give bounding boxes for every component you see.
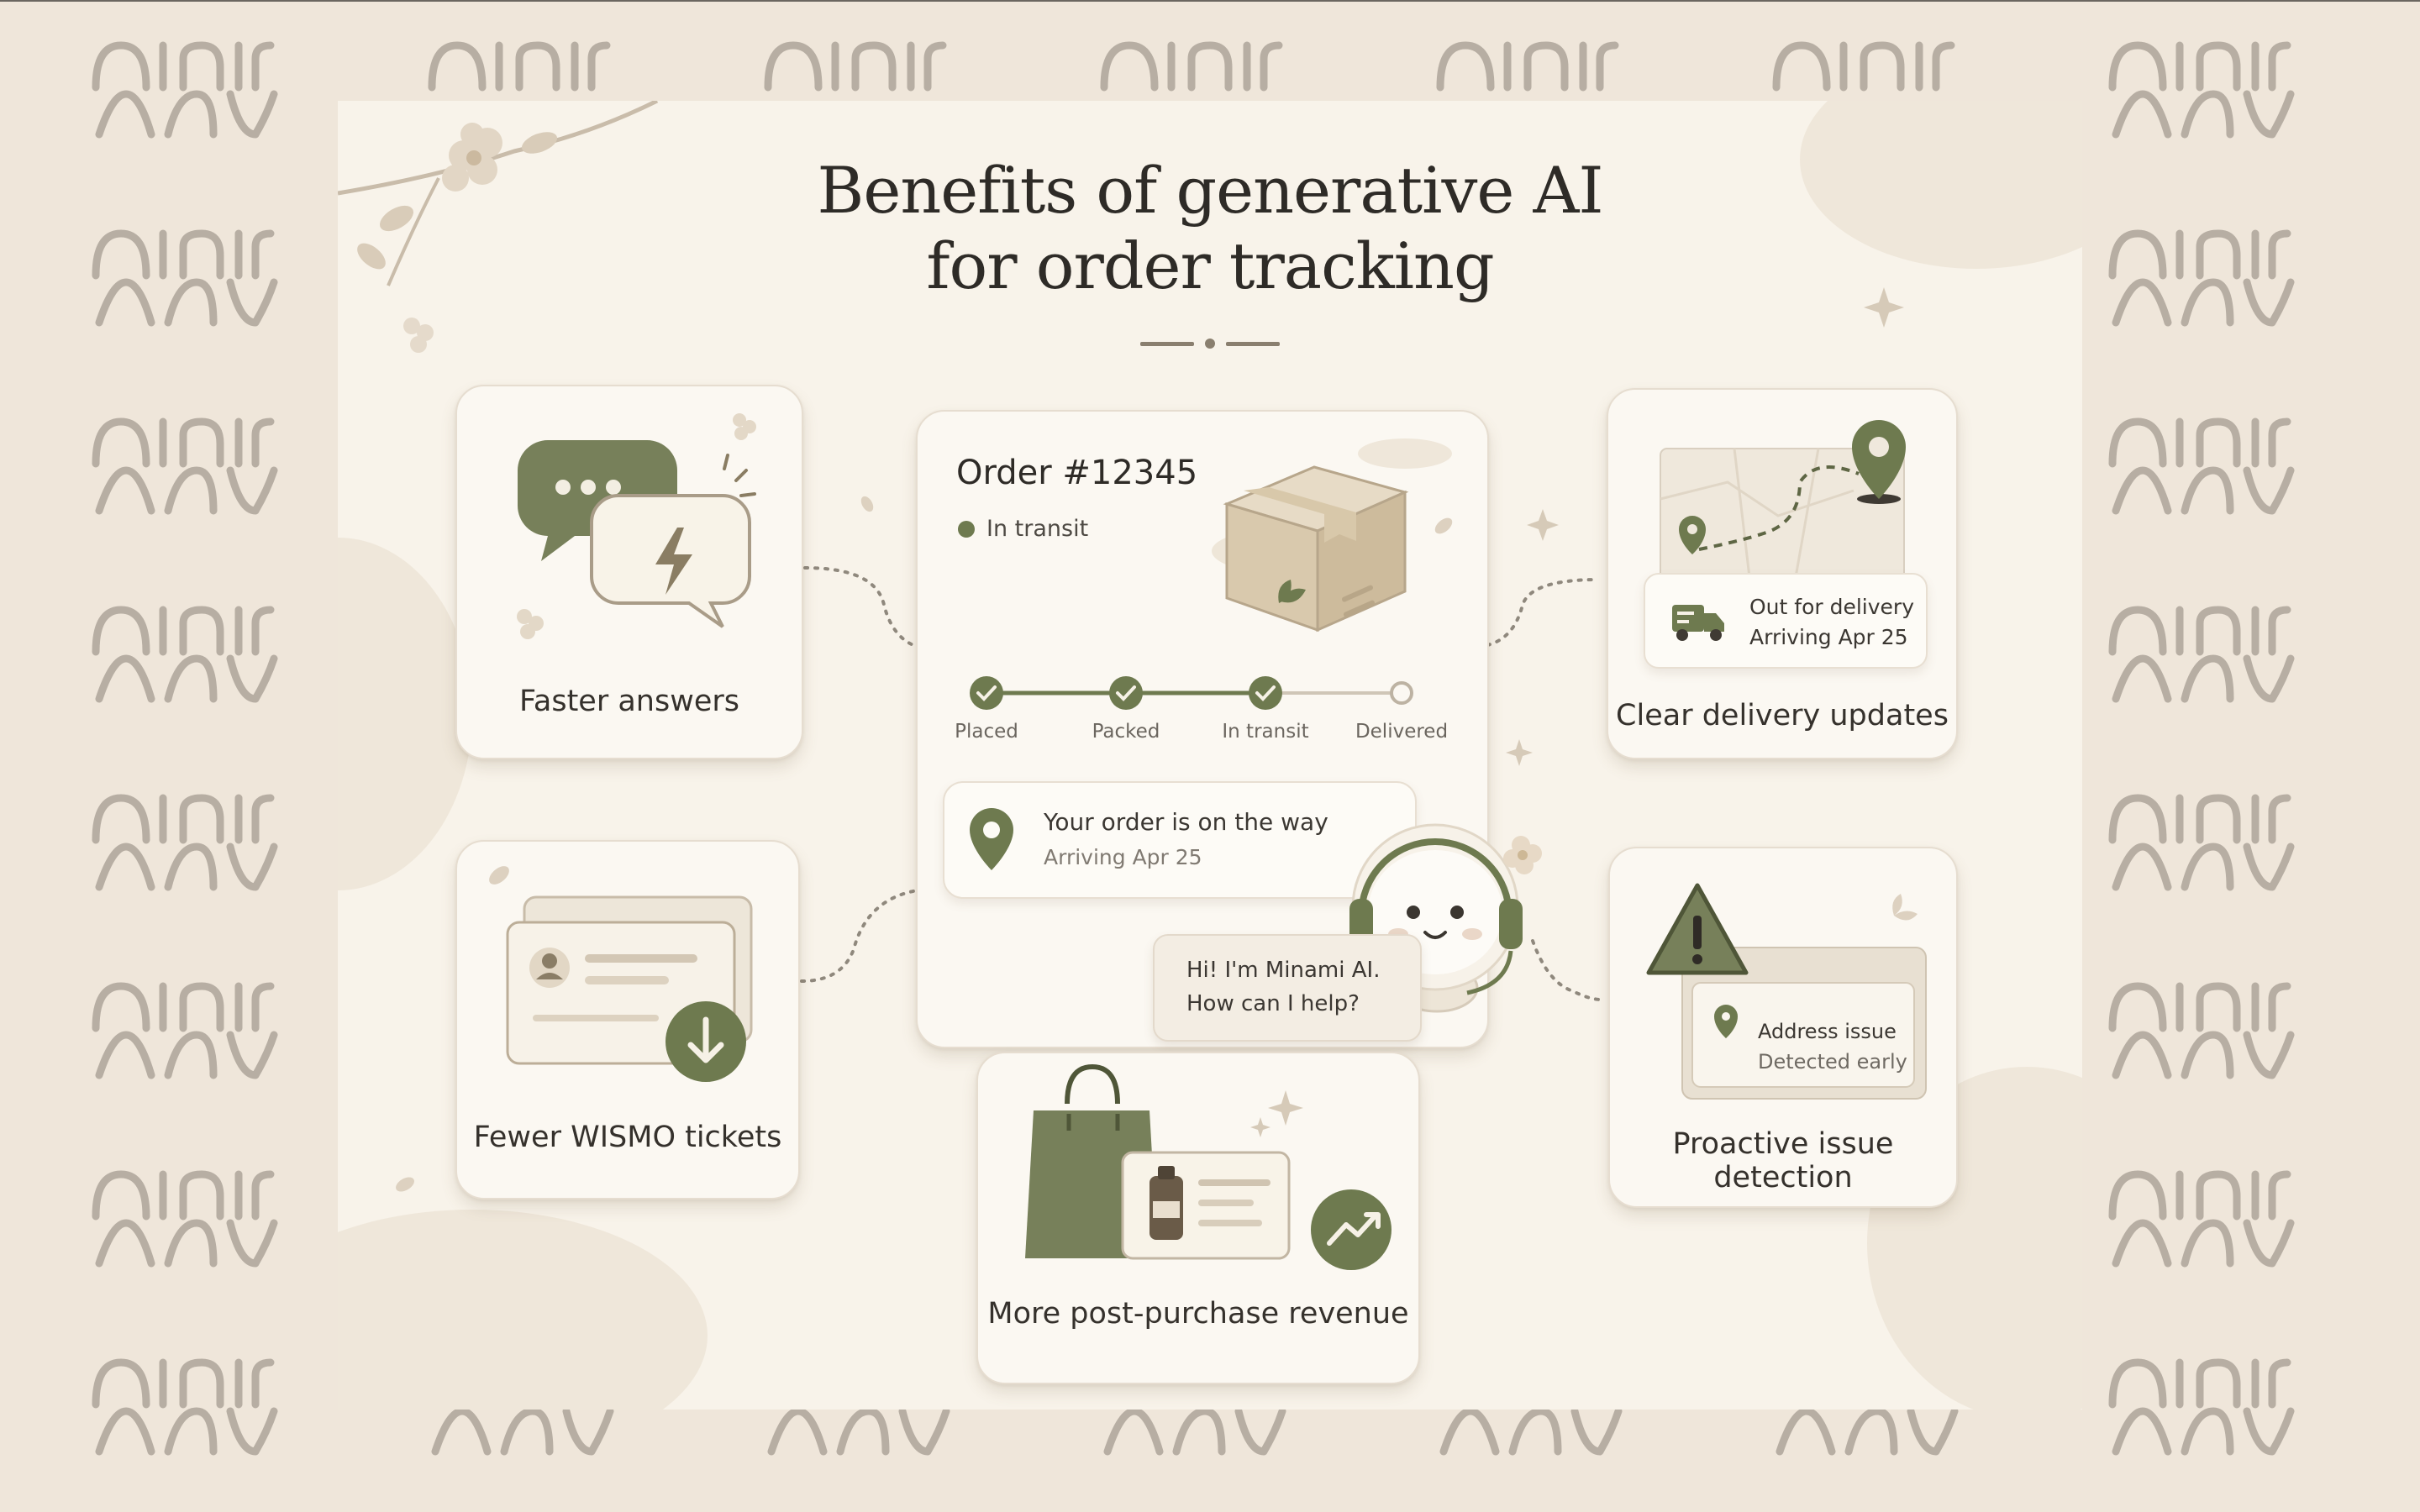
watermark-glyph [1103, 1407, 1286, 1456]
lightning-icon [655, 528, 692, 595]
checkmark-icon [970, 676, 1003, 710]
ticket-stack-icon [489, 866, 753, 1082]
title-line-2: for order tracking [926, 228, 1494, 303]
watermark-glyph [1439, 1407, 1623, 1456]
checkmark-icon [1249, 676, 1282, 710]
card-faster-answers: Faster answers [455, 385, 803, 759]
title-divider [1140, 339, 1280, 349]
greeting-line-1: Hi! I'm Minami AI. [1186, 958, 1381, 983]
card-proactive-issue-detection: Address issue Detected early Proactive i… [1608, 847, 1958, 1208]
watermark-glyph [92, 606, 278, 703]
shopping-bag-icon [1025, 1063, 1392, 1270]
watermark-glyph [2108, 1358, 2295, 1456]
watermark-glyph [2108, 982, 2295, 1079]
order-progress-tracker [970, 676, 1413, 710]
notice-sub-text: Arriving Apr 25 [1044, 845, 1202, 869]
assistant-greeting-bubble: Hi! I'm Minami AI. How can I help? [1153, 934, 1422, 1042]
watermark-glyph [92, 417, 278, 515]
clear-delivery-updates-label: Clear delivery updates [1616, 699, 1949, 732]
watermark-glyph [2108, 417, 2295, 515]
checkmark-icon [1109, 676, 1143, 710]
card-clear-delivery-updates: Out for delivery Arriving Apr 25 Clear d… [1607, 388, 1958, 759]
watermark-glyph [2108, 1170, 2295, 1268]
post-purchase-revenue-label: More post-purchase revenue [987, 1297, 1409, 1331]
map-icon [1660, 420, 1906, 592]
notice-main-text: Your order is on the way [1044, 808, 1328, 836]
order-status: In transit [986, 516, 1089, 542]
window-top-border [0, 0, 2420, 2]
package-box-icon [1212, 438, 1453, 633]
step-label-packed: Packed [1092, 721, 1160, 743]
watermark-glyph [92, 41, 278, 139]
watermark-glyph [767, 1407, 950, 1456]
watermark-glyph [428, 41, 611, 92]
address-issue-line-2: Detected early [1758, 1050, 1907, 1074]
location-pin-icon [970, 808, 1013, 870]
watermark-glyph [431, 1407, 614, 1456]
proactive-issue-detection-label: Proactive issue detection [1672, 1127, 1894, 1194]
watermark-glyph [92, 794, 278, 891]
watermark-glyph [2108, 41, 2295, 139]
warning-icon [1646, 883, 1927, 1100]
step-label-in-transit: In transit [1222, 721, 1309, 743]
chat-bubbles-icon [517, 413, 756, 639]
delivery-status-box: Out for delivery Arriving Apr 25 [1644, 573, 1928, 669]
watermark-glyph [2108, 229, 2295, 327]
infographic-poster: Benefits of generative AI for order trac… [338, 101, 2082, 1410]
status-dot [958, 521, 975, 538]
step-label-placed: Placed [955, 721, 1018, 743]
connector-lines [800, 566, 1603, 1001]
truck-icon [1672, 605, 1724, 641]
watermark-glyph [92, 1170, 278, 1268]
step-label-delivered: Delivered [1355, 721, 1449, 743]
step-pending-circle [1390, 681, 1413, 705]
watermark-glyph [92, 982, 278, 1079]
blossom-branch-icon [338, 101, 659, 353]
delivery-line-1: Out for delivery [1749, 595, 1914, 619]
address-issue-line-1: Address issue [1758, 1020, 1897, 1043]
watermark-glyph [2108, 794, 2295, 891]
watermark-glyph [92, 229, 278, 327]
watermark-glyph [1776, 1407, 1959, 1456]
greeting-line-2: How can I help? [1186, 991, 1360, 1016]
card-post-purchase-revenue: More post-purchase revenue [976, 1052, 1420, 1384]
watermark-glyph [92, 1358, 278, 1456]
watermark-glyph [764, 41, 947, 92]
watermark-glyph [2108, 606, 2295, 703]
watermark-glyph [1436, 41, 1619, 92]
order-number: Order #12345 [956, 454, 1198, 492]
watermark-glyph [1100, 41, 1283, 92]
watermark-glyph [1772, 41, 1955, 92]
card-fewer-wismo: Fewer WISMO tickets [455, 840, 800, 1200]
title-line-1: Benefits of generative AI [817, 153, 1604, 228]
delivery-line-2: Arriving Apr 25 [1749, 625, 1908, 649]
fewer-wismo-label: Fewer WISMO tickets [473, 1121, 782, 1154]
faster-answers-label: Faster answers [518, 685, 740, 718]
